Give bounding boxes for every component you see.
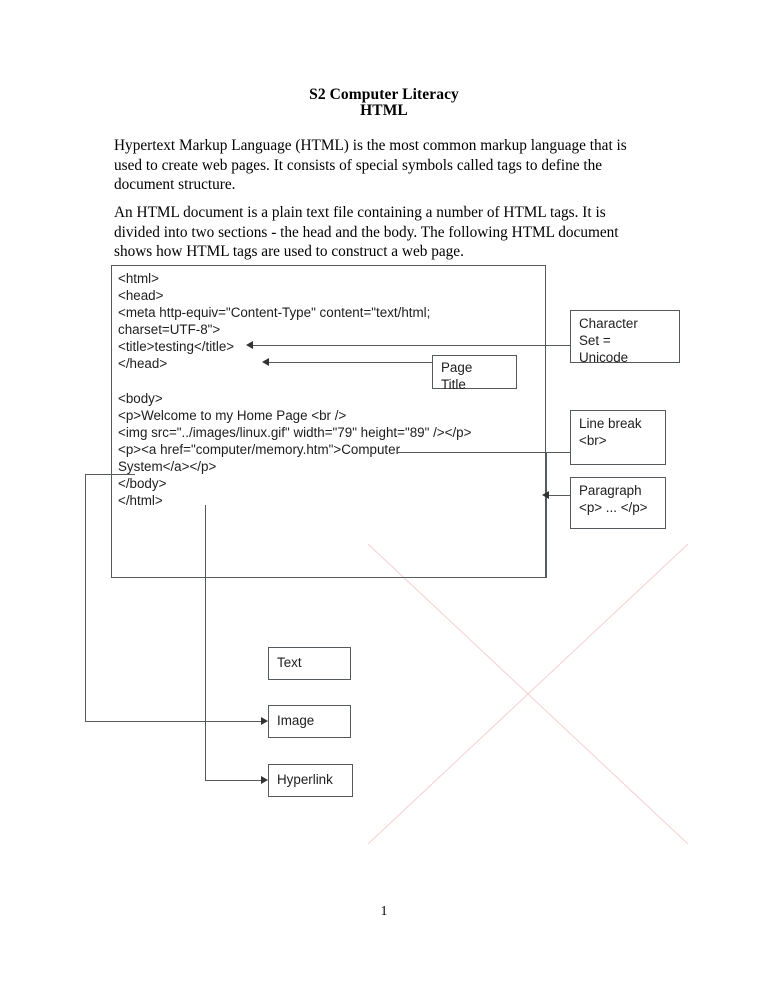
callout-line-break: Line break <br> — [570, 410, 666, 465]
connector-right-vertical-spine — [546, 452, 548, 578]
connector-hyperlink-arrowhead — [261, 776, 268, 784]
callout-image: Image — [268, 705, 351, 738]
connector-image-arrowhead — [261, 717, 268, 725]
connector-hyperlink-horizontal — [205, 780, 263, 782]
callout-paragraph: Paragraph <p> ... </p> — [570, 477, 666, 529]
page-number: 1 — [380, 903, 388, 918]
page-title-line1: S2 Computer Literacy — [309, 86, 459, 103]
connector-paragraph-horizontal — [546, 495, 570, 497]
connector-paragraph-arrowhead — [542, 491, 549, 499]
callout-hyperlink: Hyperlink — [268, 764, 353, 797]
html-code-container — [111, 265, 546, 578]
connector-pagetitle-horizontal — [266, 362, 432, 364]
callout-text: Text — [268, 647, 351, 680]
connector-image-top-horizontal — [85, 474, 135, 476]
html-code-listing: <html> <head> <meta http-equiv="Content-… — [118, 271, 472, 509]
placeholder-x-watermark — [368, 544, 688, 844]
page-title-line2: HTML — [360, 102, 408, 119]
connector-image-vertical — [85, 474, 87, 722]
connector-hyperlink-vertical — [205, 505, 207, 781]
intro-paragraph-1: Hypertext Markup Language (HTML) is the … — [114, 137, 627, 194]
connector-image-horizontal — [85, 721, 263, 723]
connector-pagetitle-arrowhead — [262, 358, 269, 366]
connector-linebreak-horizontal — [398, 452, 570, 454]
callout-character-set: Character Set = Unicode — [570, 310, 680, 365]
intro-paragraph-2: An HTML document is a plain text file co… — [114, 204, 619, 261]
connector-charset-horizontal — [250, 345, 570, 347]
callout-page-title: Page Title — [432, 355, 517, 392]
connector-charset-arrowhead — [246, 341, 253, 349]
